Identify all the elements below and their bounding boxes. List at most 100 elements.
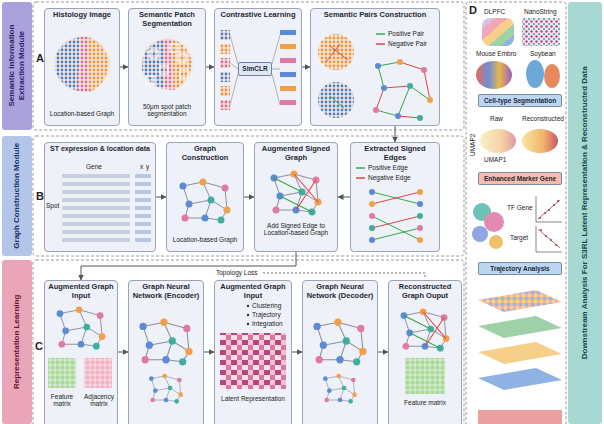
pairs-figure [318, 34, 433, 121]
graph-figure [323, 374, 357, 404]
flow-arrow [395, 126, 396, 142]
contrastive-figure [272, 69, 280, 70]
expression-table [62, 206, 130, 210]
panel-letter: A [36, 52, 44, 65]
plot-label: Raw [490, 115, 503, 122]
downstream-figure [536, 222, 562, 223]
node-title: Enhanced Marker Gene [484, 175, 556, 182]
patch-tissue [141, 38, 193, 90]
pairs-figure [424, 70, 430, 100]
legend-text: Negative Edge [368, 174, 411, 181]
contrastive-figure [272, 74, 280, 105]
expression-table [135, 238, 151, 242]
pairs-figure [398, 86, 410, 116]
band-title: Downstream Analysis For S3RL Latent Repr… [580, 6, 590, 420]
contrastive-figure [230, 35, 238, 64]
downstream-figure [476, 61, 512, 89]
patch-tissue [172, 39, 192, 90]
caption-text: Add Signed Edge to Location-based Graph [256, 222, 336, 237]
expression-table [62, 190, 130, 194]
section-band: Downstream Analysis For S3RL Latent Repr… [568, 2, 602, 424]
expression-table [135, 182, 151, 186]
axis-label: TF Gene [507, 204, 533, 211]
contrastive-figure [220, 30, 230, 40]
node-title: Augmented Graph Input [45, 281, 117, 300]
contrastive-figure [280, 58, 296, 63]
expression-table [135, 174, 151, 178]
pairs-figure [330, 96, 344, 108]
contrastive-figure [220, 58, 230, 68]
contrastive-figure [220, 86, 230, 96]
module-band: Representation Learning [2, 260, 32, 424]
expression-table [62, 238, 130, 242]
note-text: Topology Loss [216, 269, 258, 276]
pairs-figure [318, 82, 354, 118]
downstream-figure [472, 18, 562, 424]
result-tag: Cell-type Segmentation [478, 94, 562, 107]
matrix-figure [220, 333, 286, 389]
graph-figure [401, 308, 450, 351]
legend-text: Negative Pair [388, 40, 427, 47]
band-title: Graph Construction Module [12, 140, 22, 252]
matrix-figure [247, 323, 249, 325]
signed-edges-figure [372, 192, 420, 204]
plot-label: Reconstructed [522, 115, 564, 122]
signed-edges-figure [372, 216, 420, 240]
node-title: Graph Neural Network (Encoder) [129, 281, 203, 300]
matrix-figure [247, 305, 249, 307]
node-title: SimCLR [242, 65, 267, 72]
pairs-figure [376, 62, 430, 118]
contrastive-figure [220, 44, 230, 54]
pairs-figure [376, 88, 384, 110]
expression-table [62, 230, 130, 234]
downstream-figure [482, 18, 514, 46]
signed-edges-figure [372, 228, 420, 240]
downstream-figure [536, 196, 562, 252]
patch-tissue [142, 39, 165, 89]
box-fill [214, 280, 292, 424]
patch-tissue [150, 50, 158, 58]
histology-tissue [88, 37, 109, 92]
node-title: Reconstructed Graph Ouput [389, 281, 461, 300]
list-item: Trajectory [252, 311, 281, 318]
legend-text: Positive Edge [368, 164, 408, 171]
panel-letter: B [36, 190, 44, 203]
contrastive-figure [280, 86, 296, 91]
box-fill [350, 142, 440, 252]
downstream-figure [536, 196, 537, 222]
caption-text: Adjacency matrix [82, 393, 116, 408]
matrix-figure [84, 358, 112, 388]
pairs-figure [384, 86, 410, 88]
dashed-panel [33, 2, 464, 130]
downstream-figure [544, 64, 560, 88]
box-fill [44, 8, 462, 424]
band-title: Representation Learning [12, 264, 22, 420]
contrastive-figure [220, 72, 230, 82]
signed-edges-figure [372, 216, 420, 228]
contrastive-figure [280, 30, 296, 105]
graph-figure [313, 319, 366, 366]
downstream-figure [539, 200, 559, 246]
process-box: Graph Neural Network (Decoder) [302, 280, 378, 424]
pairs-figure [427, 97, 433, 103]
node-title: Trajectory Analysis [490, 265, 549, 272]
downstream-figure [526, 60, 544, 88]
signed-edges-figure [356, 168, 423, 243]
node-title: Cell-type Segmentation [484, 97, 556, 104]
contrastive-figure [230, 63, 238, 69]
process-box: Graph Construction [166, 142, 244, 252]
pairs-figure [400, 62, 424, 70]
graph-figure [271, 171, 322, 216]
graph-figure [57, 306, 106, 349]
box-fill [44, 8, 120, 126]
downstream-figure [484, 212, 504, 232]
flow-arrow [206, 67, 214, 68]
graph-figure [180, 179, 231, 224]
graph-figure [139, 319, 192, 366]
pairs-figure [397, 59, 403, 65]
legend-sample [356, 177, 365, 179]
caption-text: Feature matrix [46, 393, 78, 408]
box-fill [166, 142, 244, 252]
flow-arrow [204, 352, 214, 353]
node-title: Extracted Signed Edges [351, 143, 439, 162]
